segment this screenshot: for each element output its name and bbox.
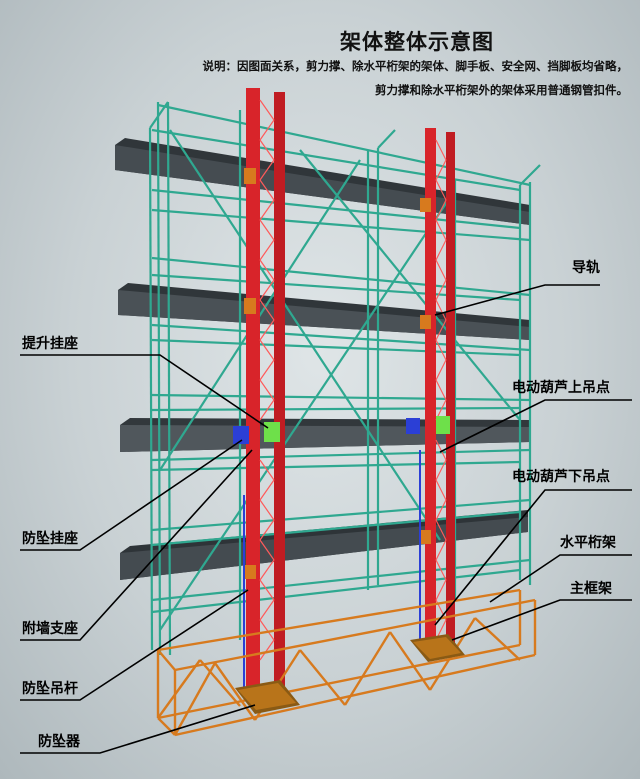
leader-hoist-lower xyxy=(434,489,632,626)
label-anti-fall-device: 防坠器 xyxy=(38,734,80,750)
label-anti-fall-rod: 防坠吊杆 xyxy=(22,681,78,697)
label-hoist-upper-point: 电动葫芦上吊点 xyxy=(512,380,610,396)
leader-anti-fall-seat xyxy=(20,439,243,551)
leader-guide-rail xyxy=(434,284,600,316)
leader-lift-seat xyxy=(20,354,269,429)
floor-beams xyxy=(115,138,530,580)
scaffold-frame xyxy=(148,101,541,656)
leader-anti-fall-device xyxy=(20,704,256,754)
label-horizontal-truss: 水平桁架 xyxy=(560,535,616,551)
leader-hoist-upper xyxy=(439,399,632,453)
lift-seats xyxy=(233,416,450,444)
label-lift-seat: 提升挂座 xyxy=(22,336,78,352)
leader-horizontal-truss xyxy=(489,554,632,603)
wall-brackets xyxy=(244,168,431,579)
guide-rail-left xyxy=(246,88,285,693)
leader-lines xyxy=(20,284,632,754)
horizontal-truss xyxy=(156,588,537,737)
note-line-2: 剪力撑和除水平桁架外的架体采用普通钢管扣件。 xyxy=(375,83,628,97)
label-main-frame: 主框架 xyxy=(570,581,612,597)
label-hoist-lower-point: 电动葫芦下吊点 xyxy=(512,469,610,485)
floor-beam xyxy=(120,510,528,580)
label-guide-rail: 导轨 xyxy=(572,260,600,276)
floor-beam xyxy=(118,283,530,340)
leader-anti-fall-rod xyxy=(20,589,249,701)
note-line-1: 说明：因图面关系，剪力撑、除水平桁架的架体、脚手板、安全网、挡脚板均省略， xyxy=(202,59,629,73)
leader-wall-support xyxy=(20,449,253,641)
label-wall-support: 附墙支座 xyxy=(22,621,78,637)
label-anti-fall-seat: 防坠挂座 xyxy=(22,531,78,547)
leader-main-frame xyxy=(451,599,632,641)
diagram-title: 架体整体示意图 xyxy=(340,30,494,54)
